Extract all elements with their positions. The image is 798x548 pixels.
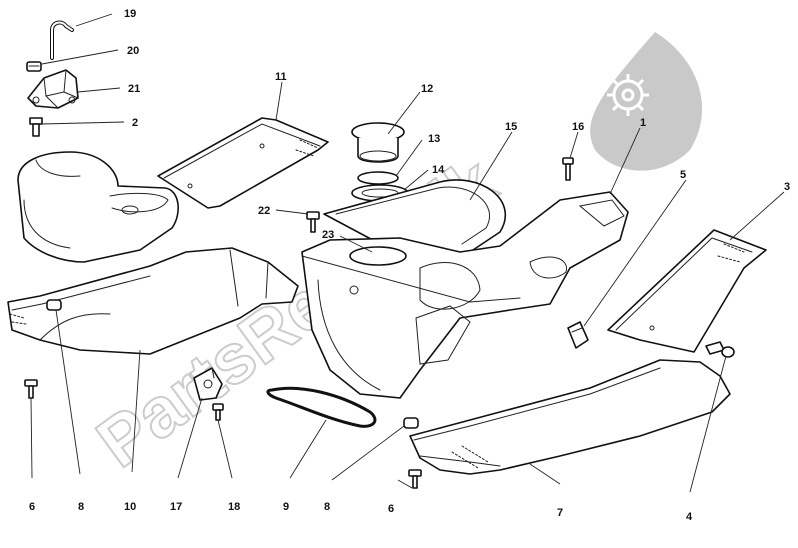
part-bracket-small [193, 367, 223, 401]
gear-icon [607, 74, 649, 116]
callout-6-left: 6 [29, 501, 35, 513]
part-screw-18 [212, 403, 224, 421]
callout-23: 23 [322, 229, 334, 241]
callout-5: 5 [680, 169, 686, 181]
callout-9: 9 [283, 501, 289, 513]
part-screw-right [408, 469, 422, 489]
part-nut-right [403, 417, 419, 429]
callout-11: 11 [275, 71, 287, 83]
part-screw-left [24, 379, 38, 399]
part-filler-cap [351, 122, 405, 163]
callout-7: 7 [557, 507, 563, 519]
callout-8-right: 8 [324, 501, 330, 513]
callout-4: 4 [686, 511, 693, 523]
callout-22: 22 [258, 205, 270, 217]
part-clip [567, 321, 589, 349]
callout-21: 21 [128, 83, 140, 95]
part-tank-upper-left [17, 151, 179, 263]
callout-10: 10 [124, 501, 136, 513]
part-heat-shield [157, 117, 329, 209]
callout-2: 2 [132, 117, 138, 129]
part-side-panel [607, 229, 767, 353]
watermark-logo [590, 32, 703, 171]
part-bolt [29, 117, 43, 137]
part-pin [705, 341, 735, 358]
part-tank-main [301, 191, 629, 399]
callout-16: 16 [572, 121, 584, 133]
callout-13: 13 [428, 133, 440, 145]
part-bracket [27, 69, 79, 109]
part-plug [26, 61, 42, 72]
leader-lines [30, 13, 785, 493]
part-seal-band [266, 386, 377, 428]
part-hose [50, 20, 74, 60]
callout-8-left: 8 [78, 501, 84, 513]
callout-labels: 19 20 21 2 11 12 13 14 15 16 1 5 3 22 23… [29, 8, 790, 523]
callout-14: 14 [432, 164, 445, 176]
callout-12: 12 [421, 83, 433, 95]
callout-15: 15 [505, 121, 517, 133]
callout-1: 1 [640, 117, 646, 129]
callout-20: 20 [127, 45, 139, 57]
callout-18: 18 [228, 501, 240, 513]
part-duct-right [409, 359, 731, 475]
callout-17: 17 [170, 501, 182, 513]
part-screw-22 [306, 211, 320, 233]
part-screw-16 [562, 157, 574, 181]
callout-19: 19 [124, 8, 136, 20]
part-nut-left [46, 299, 62, 311]
callout-6-right: 6 [388, 503, 394, 515]
callout-3: 3 [784, 181, 790, 193]
part-gasket [323, 179, 507, 258]
part-duct-left [7, 247, 299, 355]
